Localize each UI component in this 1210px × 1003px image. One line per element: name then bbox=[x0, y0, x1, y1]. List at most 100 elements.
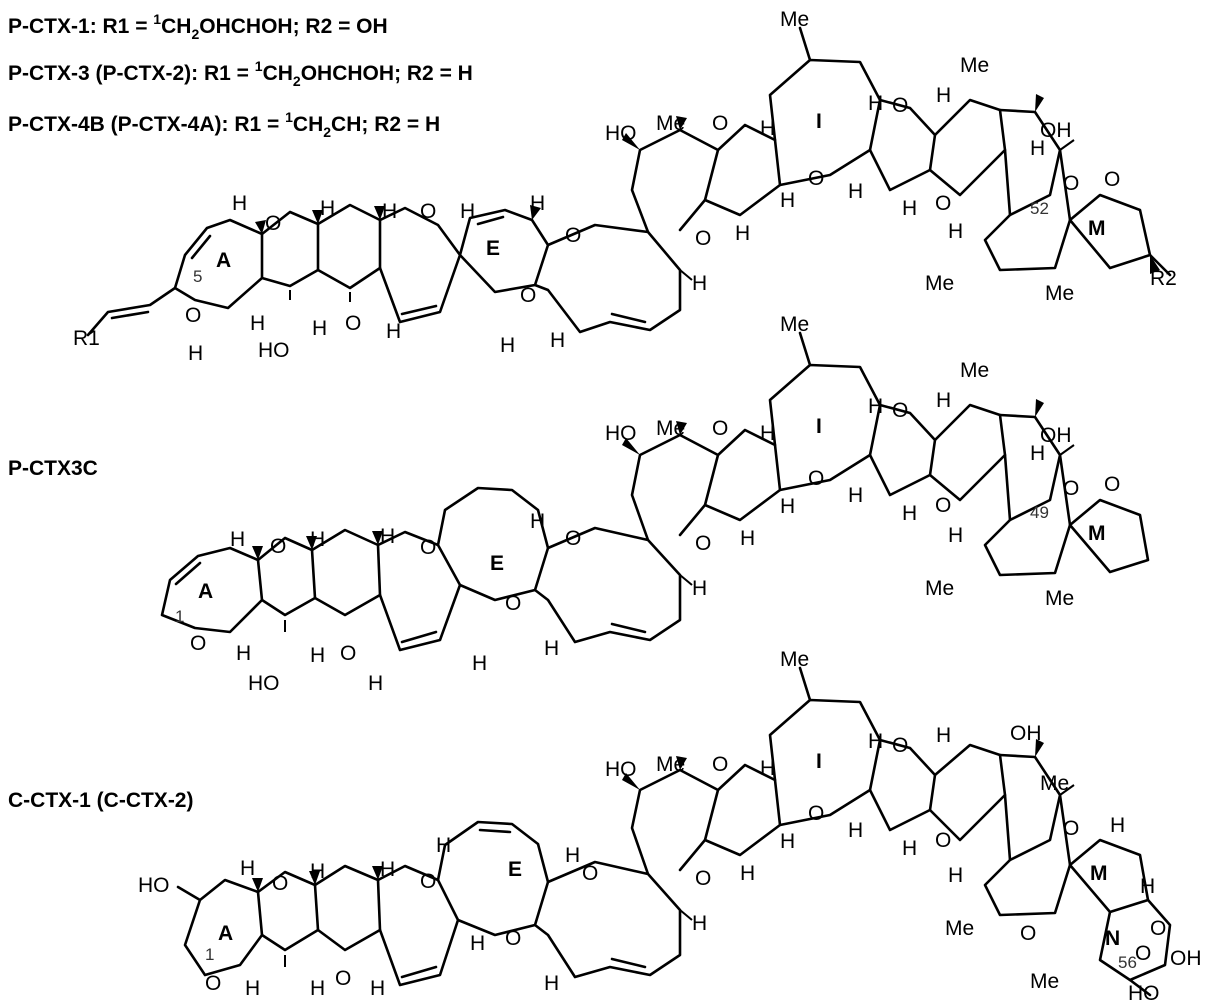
h-label: H bbox=[232, 192, 247, 215]
o-label: O bbox=[340, 642, 356, 665]
ho-label: HO bbox=[248, 672, 280, 695]
h-label: H bbox=[310, 860, 325, 883]
h-label: H bbox=[902, 502, 917, 525]
stereo-bonds bbox=[252, 399, 1075, 632]
r2-label: R2 bbox=[1150, 267, 1177, 290]
o-label: O bbox=[892, 734, 908, 757]
o-label: O bbox=[892, 94, 908, 117]
h-label: H bbox=[936, 389, 951, 412]
h-label: H bbox=[760, 117, 775, 140]
h-label: H bbox=[312, 317, 327, 340]
o-label: O bbox=[335, 967, 351, 990]
ring-a-label: A bbox=[216, 249, 231, 272]
o-label: O bbox=[695, 532, 711, 555]
h-label: H bbox=[1030, 137, 1045, 160]
ring-letters: A E I M bbox=[198, 415, 1106, 603]
structure-p-ctx3c: O H O H HO H O H H O H H O H H O H O HO … bbox=[160, 313, 1150, 695]
r1-label: R1 bbox=[73, 327, 100, 350]
me-label: Me bbox=[656, 112, 685, 135]
caption-p-ctx-1: P-CTX-1: R1 = 1CH2OHCHOH; R2 = OH bbox=[8, 11, 388, 42]
o-label: O bbox=[272, 872, 288, 895]
h-label: H bbox=[470, 932, 485, 955]
h-label: H bbox=[760, 422, 775, 445]
ring-m-label: M bbox=[1088, 522, 1106, 545]
ho-label: HO bbox=[258, 339, 290, 362]
atom-labels: O H O H HO H O H H O H H O H H O H O HO … bbox=[190, 313, 1120, 695]
h-label: H bbox=[902, 197, 917, 220]
h-label: H bbox=[380, 525, 395, 548]
h-label: H bbox=[250, 312, 265, 335]
h-label: H bbox=[472, 652, 487, 675]
stereo-bonds bbox=[255, 94, 1160, 302]
o-label: O bbox=[185, 304, 201, 327]
oh-label: OH bbox=[1040, 424, 1072, 447]
carbon-number-1: 1 bbox=[205, 945, 214, 964]
o-label: O bbox=[1104, 168, 1120, 191]
o-label: O bbox=[935, 494, 951, 517]
me-label: Me bbox=[1040, 772, 1069, 795]
me-label: Me bbox=[656, 753, 685, 776]
oh-label: OH bbox=[1010, 722, 1042, 745]
ring-bonds bbox=[160, 331, 1150, 652]
label-p-ctx3c: P-CTX3C bbox=[8, 457, 98, 480]
h-label: H bbox=[848, 819, 863, 842]
o-label: O bbox=[1063, 172, 1079, 195]
o-label: O bbox=[935, 829, 951, 852]
h-label: H bbox=[948, 864, 963, 887]
h-label: H bbox=[320, 197, 335, 220]
h-label: H bbox=[692, 912, 707, 935]
h-label: H bbox=[740, 527, 755, 550]
o-label: O bbox=[582, 862, 598, 885]
o-label: O bbox=[1150, 917, 1166, 940]
me-label: Me bbox=[925, 577, 954, 600]
o-label: O bbox=[1135, 942, 1151, 965]
h-label: H bbox=[780, 495, 795, 518]
o-label: O bbox=[935, 192, 951, 215]
o-label: O bbox=[265, 212, 281, 235]
me-label: Me bbox=[1045, 282, 1074, 305]
carbon-number-49: 49 bbox=[1030, 503, 1049, 522]
h-label: H bbox=[530, 510, 545, 533]
o-label: O bbox=[190, 632, 206, 655]
h-label: H bbox=[382, 200, 397, 223]
ring-letters: A E I M N bbox=[218, 750, 1120, 950]
h-label: H bbox=[692, 272, 707, 295]
compound-captions: P-CTX-1: R1 = 1CH2OHCHOH; R2 = OH P-CTX-… bbox=[8, 11, 473, 140]
o-label: O bbox=[1063, 817, 1079, 840]
h-label: H bbox=[310, 977, 325, 1000]
h-label: H bbox=[370, 977, 385, 1000]
ring-n-label: N bbox=[1105, 927, 1120, 950]
me-label: Me bbox=[780, 313, 809, 336]
o-label: O bbox=[565, 224, 581, 247]
h-label: H bbox=[780, 830, 795, 853]
carbon-number-1: 1 bbox=[175, 607, 184, 626]
h-label: H bbox=[868, 92, 883, 115]
h-label: H bbox=[544, 972, 559, 995]
h-label: H bbox=[780, 189, 795, 212]
h-label: H bbox=[848, 484, 863, 507]
ring-e-label: E bbox=[508, 858, 522, 881]
ring-m-label: M bbox=[1088, 217, 1106, 240]
o-label: O bbox=[205, 972, 221, 995]
o-label: O bbox=[420, 870, 436, 893]
atom-labels: R1 O O H H HO H H O H O H H H H O H H O … bbox=[73, 8, 1177, 365]
me-label: Me bbox=[780, 8, 809, 31]
structure-p-ctx-1: R1 O O H H HO H H O H O H H H H O H H O … bbox=[73, 8, 1177, 365]
h-label: H bbox=[936, 84, 951, 107]
h-label: H bbox=[550, 329, 565, 352]
h-label: H bbox=[1030, 442, 1045, 465]
me-label: Me bbox=[960, 359, 989, 382]
caption-p-ctx-3: P-CTX-3 (P-CTX-2): R1 = 1CH2OHCHOH; R2 =… bbox=[8, 58, 473, 89]
h-label: H bbox=[692, 577, 707, 600]
me-label: Me bbox=[656, 417, 685, 440]
h-label: H bbox=[386, 320, 401, 343]
h-label: H bbox=[460, 200, 475, 223]
ring-i-label: I bbox=[816, 750, 822, 773]
oh-label: OH bbox=[1040, 119, 1072, 142]
h-label: H bbox=[902, 837, 917, 860]
o-label: O bbox=[565, 527, 581, 550]
h-label: H bbox=[530, 192, 545, 215]
h-label: H bbox=[380, 858, 395, 881]
atom-labels: HO O H O H H O H H O H H H O H H O H O H… bbox=[138, 648, 1202, 1003]
o-label: O bbox=[345, 312, 361, 335]
